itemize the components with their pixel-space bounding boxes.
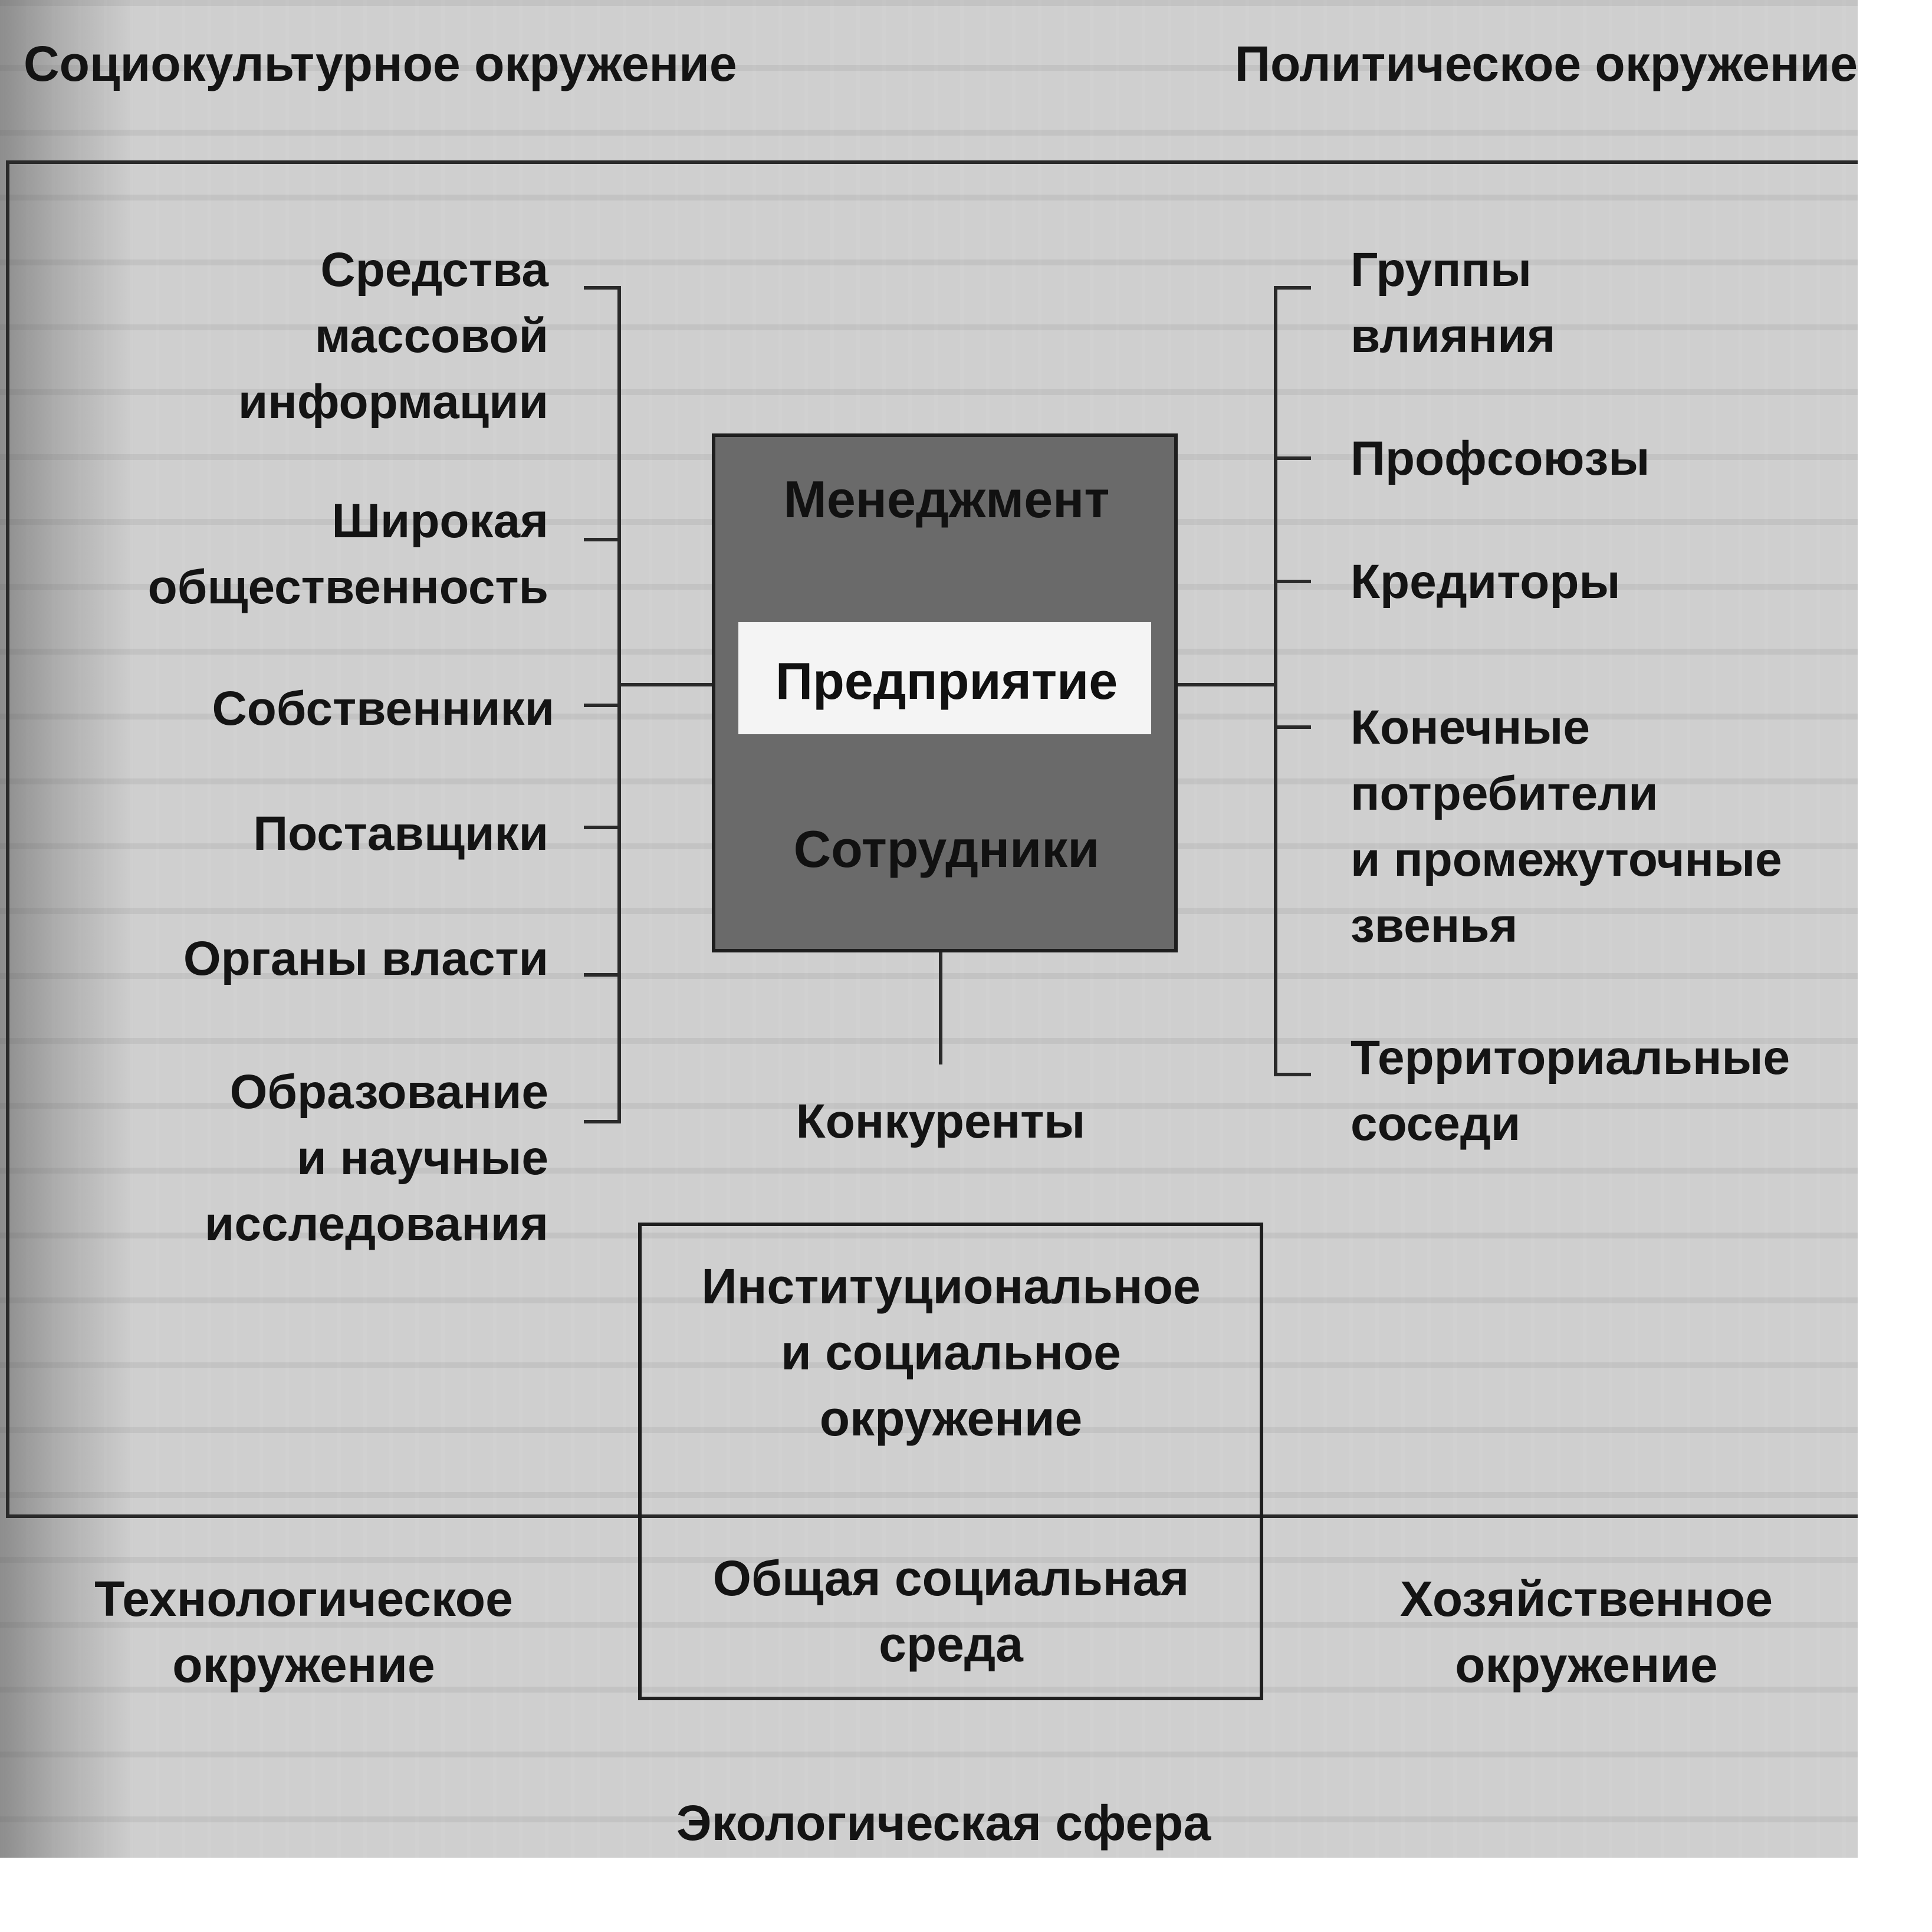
stakeholder-influence-groups: Группы влияния <box>1351 243 1556 363</box>
left-tick-authorities <box>584 973 621 977</box>
enterprise-label: Предприятие <box>775 652 1118 710</box>
general-social-environment-label: Общая социальная среда <box>712 1550 1190 1672</box>
right-tick-consumers <box>1274 725 1311 729</box>
institutional-social-environment-label: Институциональное и социальное окружение <box>701 1259 1201 1446</box>
left-zone-border <box>6 160 9 1517</box>
stakeholder-trade-unions: Профсоюзы <box>1351 432 1650 485</box>
stakeholder-education-research: Образование и научные исследования <box>204 1065 548 1251</box>
institutional-social-box <box>638 1223 1263 1700</box>
right-tick-neighbors <box>1274 1073 1311 1076</box>
employees-label: Сотрудники <box>793 820 1100 878</box>
ecological-sphere-label: Экологическая сфера <box>676 1795 1211 1851</box>
page-margin-bottom <box>0 1858 1932 1932</box>
stakeholder-suppliers: Поставщики <box>253 807 548 860</box>
management-label: Менеджмент <box>783 470 1110 528</box>
left-tick-mass-media <box>584 286 621 290</box>
stakeholder-mass-media: Средства массовой информации <box>238 243 548 429</box>
right-connector-to-enterprise <box>1178 683 1276 686</box>
stakeholder-authorities: Органы власти <box>183 932 548 985</box>
stakeholder-territorial-neighbors: Территориальные соседи <box>1351 1031 1790 1151</box>
page-margin-right <box>1858 0 1932 1932</box>
competitors-connector <box>939 952 942 1064</box>
sociocultural-environment-label: Социокультурное окружение <box>24 36 737 91</box>
enterprise-highlight <box>738 622 1151 734</box>
bottom-zone-divider <box>6 1514 1858 1518</box>
right-bracket-spine <box>1274 286 1277 1076</box>
top-zone-divider <box>6 160 1858 164</box>
stakeholder-consumers-intermediaries: Конечные потребители и промежуточные зве… <box>1351 701 1782 952</box>
political-environment-label: Политическое окружение <box>1234 36 1858 91</box>
stakeholder-competitors: Конкуренты <box>796 1095 1086 1148</box>
stakeholder-owners: Собственники <box>212 682 555 735</box>
technological-environment-label: Технологическое окружение <box>94 1571 513 1693</box>
left-tick-owners <box>584 704 621 707</box>
left-tick-suppliers <box>584 826 621 829</box>
right-tick-influence-groups <box>1274 286 1311 290</box>
stakeholder-creditors: Кредиторы <box>1351 555 1621 609</box>
right-tick-creditors <box>1274 580 1311 583</box>
left-tick-public <box>584 538 621 541</box>
right-tick-unions <box>1274 456 1311 460</box>
left-connector-to-enterprise <box>617 683 714 686</box>
page-edge-shadow <box>0 0 136 1858</box>
stakeholder-general-public: Широкая общественность <box>147 494 548 614</box>
left-tick-education <box>584 1120 621 1123</box>
economic-environment-label: Хозяйственное окружение <box>1399 1571 1773 1693</box>
